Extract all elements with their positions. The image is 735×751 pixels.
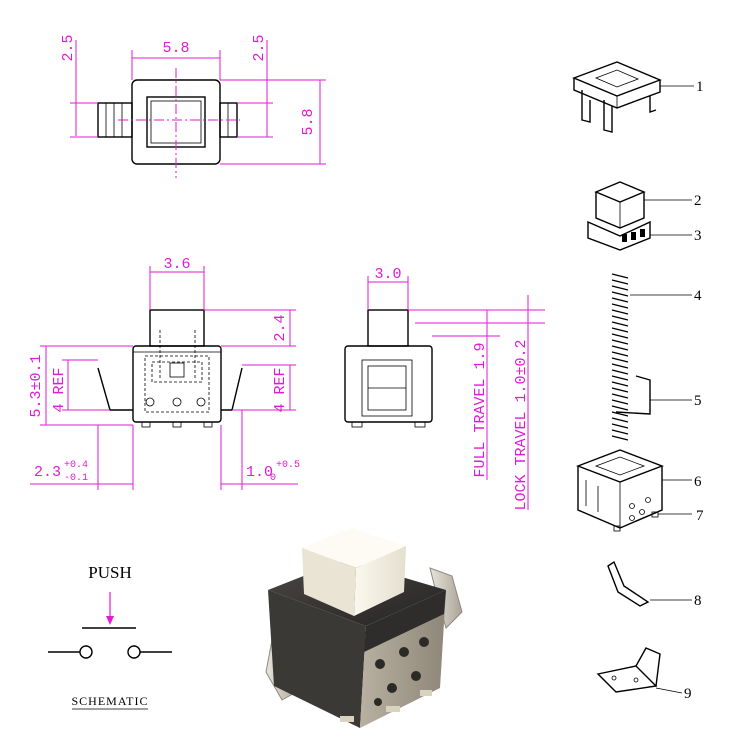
front-body-height-dim: 5.3±0.1 bbox=[28, 354, 45, 417]
part-label-1: 1 bbox=[696, 79, 704, 95]
switch-render bbox=[265, 528, 463, 728]
part-label-5: 5 bbox=[694, 393, 702, 409]
part-3-slider bbox=[587, 220, 651, 251]
part-label-9: 9 bbox=[684, 686, 692, 702]
front-actuator-height-dim: 2.4 bbox=[272, 314, 289, 341]
top-view: 5.8 2.5 2.5 5.8 bbox=[60, 34, 326, 178]
front-right-offset-dim: 1.0 bbox=[246, 464, 273, 481]
part-label-6: 6 bbox=[694, 474, 702, 490]
front-view: 3.6 2.4 5.3±0.1 4 REF 4 REF 2.3 +0.4 -0.… bbox=[28, 256, 300, 490]
part-label-4: 4 bbox=[694, 288, 702, 304]
part-label-2: 2 bbox=[694, 193, 702, 209]
part-7-contacts bbox=[613, 497, 659, 532]
part-4-spring bbox=[611, 273, 629, 441]
front-left-offset-minus: -0.1 bbox=[64, 473, 88, 484]
schematic: PUSH SCHEMATIC bbox=[48, 563, 172, 710]
exploded-parts: 1 2 3 4 5 bbox=[572, 61, 704, 702]
part-9-bracket bbox=[596, 647, 661, 693]
push-label: PUSH bbox=[88, 563, 131, 582]
front-ref-right-dim: 4 REF bbox=[272, 367, 289, 412]
part-label-8: 8 bbox=[694, 593, 702, 609]
full-travel-dim: FULL TRAVEL 1.9 bbox=[472, 342, 489, 477]
part-5-pin bbox=[615, 375, 651, 415]
part-label-3: 3 bbox=[694, 228, 702, 244]
top-width-dim: 5.8 bbox=[162, 40, 189, 57]
part-2-actuator bbox=[594, 181, 646, 229]
top-right-lead-dim: 2.5 bbox=[251, 34, 268, 61]
part-1-frame bbox=[572, 61, 662, 133]
front-left-offset-dim: 2.3 bbox=[34, 464, 61, 481]
front-left-offset-plus: +0.4 bbox=[64, 460, 88, 471]
top-left-lead-dim: 2.5 bbox=[60, 34, 77, 61]
part-label-7: 7 bbox=[696, 508, 704, 524]
front-right-offset-plus: +0.5 bbox=[276, 460, 300, 471]
part-6-housing bbox=[576, 449, 664, 529]
part-8-clip bbox=[607, 560, 650, 607]
front-actuator-width-dim: 3.6 bbox=[163, 256, 190, 273]
front-right-offset-sub: 0 bbox=[270, 473, 276, 484]
front-ref-left-dim: 4 REF bbox=[51, 367, 68, 412]
lock-travel-dim: LOCK TRAVEL 1.0±0.2 bbox=[513, 339, 530, 510]
side-actuator-width-dim: 3.0 bbox=[374, 266, 401, 283]
top-height-dim: 5.8 bbox=[300, 108, 317, 135]
schematic-title: SCHEMATIC bbox=[71, 694, 148, 708]
side-view: 3.0 FULL TRAVEL 1.9 LOCK TRAVEL 1.0±0.2 bbox=[344, 266, 545, 511]
